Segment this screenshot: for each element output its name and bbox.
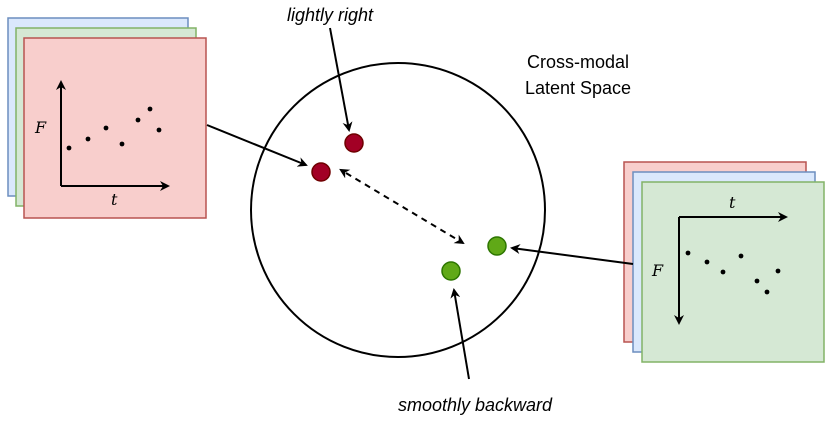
right-front-panel: [641, 181, 825, 363]
scatter-dot: [754, 278, 760, 284]
scatter-dot: [738, 253, 744, 259]
right-y-axis-label: F: [651, 261, 664, 280]
scatter-dot: [764, 289, 770, 295]
scatter-dot: [704, 259, 710, 265]
scatter-dot: [685, 250, 691, 256]
green-point-lower: [441, 261, 461, 281]
top-label-arrow: [329, 27, 353, 132]
bottom-annotation-label: smoothly backward: [398, 395, 553, 415]
top-annotation-label: lightly right: [287, 5, 374, 25]
left-y-axis-label: F: [34, 118, 47, 137]
scatter-dot: [775, 268, 781, 274]
right-embedding-arrow: [510, 244, 634, 265]
scatter-dot: [135, 117, 141, 123]
left-plot-stack: F t: [7, 17, 207, 219]
left-scatter-points: [66, 106, 162, 151]
right-scatter-points: [685, 250, 781, 295]
left-front-panel: [23, 37, 207, 219]
left-x-axis-label: t: [111, 190, 118, 209]
bottom-label-arrow: [450, 288, 470, 380]
latent-space-title-line1: Cross-modal: [527, 52, 629, 72]
green-point-right: [487, 236, 507, 256]
scatter-dot: [85, 136, 91, 142]
similarity-dashed-arrow: [339, 168, 465, 245]
left-embedding-arrow: [206, 124, 308, 167]
right-plot-stack: t F: [623, 161, 825, 363]
scatter-dot: [119, 141, 125, 147]
scatter-dot: [103, 125, 109, 131]
red-point-lower: [311, 162, 331, 182]
scatter-dot: [66, 145, 72, 151]
scatter-dot: [720, 269, 726, 275]
latent-space-circle: [250, 62, 546, 358]
right-x-axis-label: t: [729, 193, 736, 212]
red-point-upper: [344, 133, 364, 153]
latent-space-title-line2: Latent Space: [525, 78, 631, 98]
scatter-dot: [147, 106, 153, 112]
scatter-dot: [156, 127, 162, 133]
